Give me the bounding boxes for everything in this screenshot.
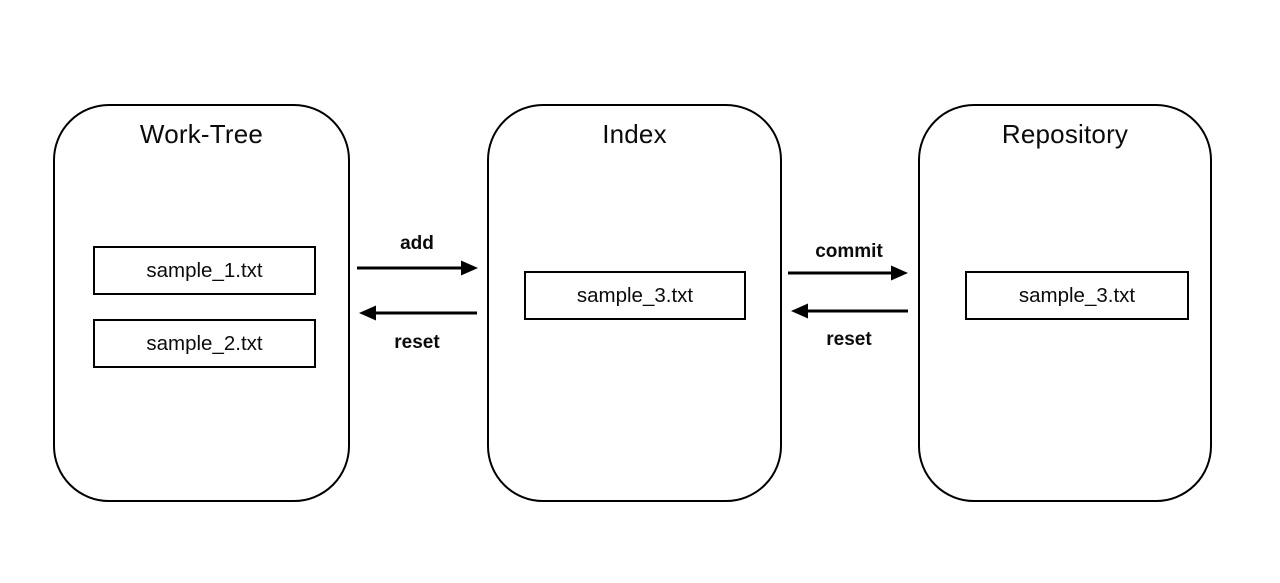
file-box-sample-3-repository: sample_3.txt [965,271,1189,320]
arrow-label-reset-1: reset [394,332,440,353]
arrow-reset-left-2 [791,303,908,319]
node-index-title: Index [602,119,667,149]
arrow-commit-right [788,265,908,281]
file-box-sample-3-index: sample_3.txt [524,271,746,320]
arrow-add-right [357,260,478,276]
node-work-tree: Work-Tree sample_1.txt sample_2.txt [53,104,350,502]
node-index: Index sample_3.txt [487,104,782,502]
arrow-reset-left-1 [359,305,477,321]
node-repository-title: Repository [1001,119,1129,149]
file-label: sample_2.txt [146,331,263,355]
file-label: sample_1.txt [146,258,263,282]
arrow-label-add: add [400,233,434,254]
node-work-tree-title: Work-Tree [139,119,264,149]
file-label: sample_3.txt [1018,283,1136,307]
file-label: sample_3.txt [576,283,694,307]
arrow-label-commit: commit [815,241,883,262]
arrow-label-reset-2: reset [826,329,872,350]
node-repository: Repository sample_3.txt [918,104,1212,502]
file-box-sample-1: sample_1.txt [93,246,316,295]
file-box-sample-2: sample_2.txt [93,319,316,368]
